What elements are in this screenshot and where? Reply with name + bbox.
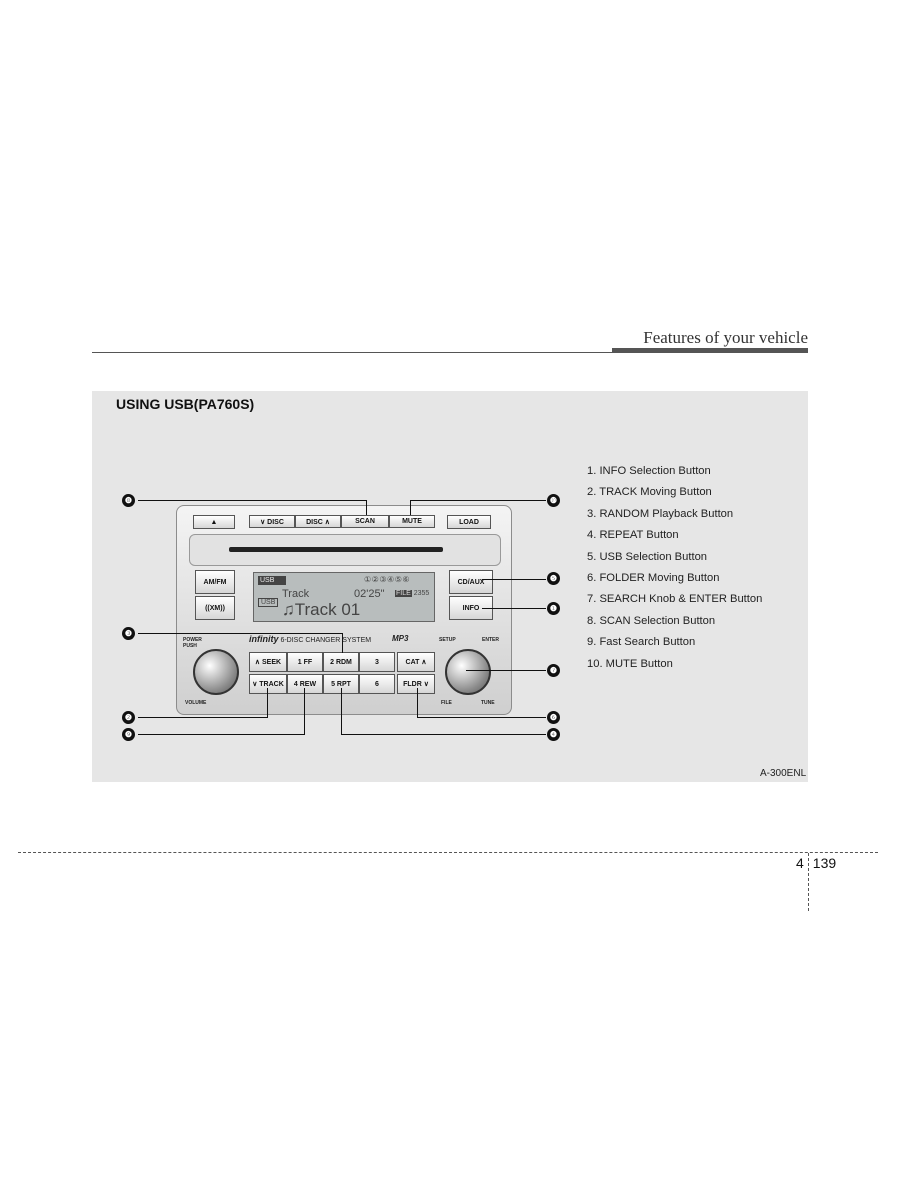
preset-3-button[interactable]: 3 <box>359 652 395 672</box>
leader-line-2 <box>267 688 268 718</box>
legend-item: 7. SEARCH Knob & ENTER Button <box>587 591 762 612</box>
eject-button[interactable]: ▲ <box>193 515 235 529</box>
callout-2: ❷ <box>122 711 135 724</box>
changer-label: 6-DISC CHANGER SYSTEM <box>280 637 371 644</box>
callout-8-number: ❽ <box>125 496 132 505</box>
lcd-file-number: FILE 2355 <box>395 590 429 597</box>
leader-line-7 <box>466 670 546 671</box>
push-label: PUSH <box>183 643 197 649</box>
legend-item: 2. TRACK Moving Button <box>587 484 762 505</box>
callout-10: ❿ <box>547 494 560 507</box>
cd-slot <box>229 547 443 552</box>
eject-icon: ▲ <box>211 519 218 526</box>
lcd-file-tag: FILE <box>395 590 412 597</box>
leader-line-6 <box>417 717 546 718</box>
tune-label: TUNE <box>481 700 495 706</box>
lcd-disc-indicators: ①②③④⑤⑥ <box>364 575 410 584</box>
page-number: 4 139 <box>796 855 836 871</box>
brand-logo: infinity <box>249 634 279 644</box>
search-knob[interactable] <box>445 649 491 695</box>
lcd-source: USB <box>258 576 286 585</box>
legend-item: 1. INFO Selection Button <box>587 463 762 484</box>
legend-item: 10. MUTE Button <box>587 656 762 677</box>
amfm-button[interactable]: AM/FM <box>195 570 235 594</box>
callout-9: ❾ <box>122 728 135 741</box>
section-number: 4 <box>796 855 804 871</box>
track-button[interactable]: ∨ TRACK <box>249 674 287 694</box>
legend-item: 5. USB Selection Button <box>587 549 762 570</box>
setup-label: SETUP <box>439 637 456 643</box>
callout-5-number: ❺ <box>550 574 557 583</box>
volume-knob[interactable] <box>193 649 239 695</box>
callout-5: ❺ <box>547 572 560 585</box>
panel-title: USING USB(PA760S) <box>116 396 254 412</box>
figure-code: A-300ENL <box>760 768 806 779</box>
leader-line-8 <box>366 500 367 515</box>
callout-7-number: ❼ <box>550 666 557 675</box>
file-label: FILE <box>441 700 452 706</box>
lcd-usb-tag: USB <box>258 598 278 607</box>
callout-1: ❶ <box>547 602 560 615</box>
leader-line-9 <box>304 688 305 735</box>
preset-6-button[interactable]: 6 <box>359 674 395 694</box>
legend-item: 3. RANDOM Playback Button <box>587 506 762 527</box>
lcd-file-value: 2355 <box>414 590 430 597</box>
leader-line-1 <box>482 608 546 609</box>
leader-line-6 <box>417 688 418 718</box>
leader-line-3 <box>342 633 343 653</box>
lcd-display: USB ①②③④⑤⑥ Track 02'25" FILE 2355 USB ♫T… <box>253 572 435 622</box>
legend-item: 6. FOLDER Moving Button <box>587 570 762 591</box>
callout-9-number: ❾ <box>125 730 132 739</box>
page-value: 139 <box>813 855 836 871</box>
seek-button[interactable]: ∧ SEEK <box>249 652 287 672</box>
legend-item: 4. REPEAT Button <box>587 527 762 548</box>
legend-item: 9. Fast Search Button <box>587 634 762 655</box>
leader-line-3 <box>138 633 343 634</box>
leader-line-4 <box>341 734 546 735</box>
leader-line-10 <box>410 500 411 515</box>
preset-4-rew-button[interactable]: 4 REW <box>287 674 323 694</box>
lcd-time: 02'25" <box>354 588 384 600</box>
callout-4-number: ❹ <box>550 730 557 739</box>
leader-line-9 <box>138 734 305 735</box>
radio-unit: ▲ ∨ DISC DISC ∧ SCAN MUTE LOAD AM/FM ((X… <box>176 505 512 715</box>
callout-3-number: ❸ <box>125 629 132 638</box>
callout-4: ❹ <box>547 728 560 741</box>
callout-8: ❽ <box>122 494 135 507</box>
cat-button[interactable]: CAT ∧ <box>397 652 435 672</box>
leader-line-4 <box>341 688 342 735</box>
volume-label: VOLUME <box>185 700 206 706</box>
callout-10-number: ❿ <box>550 496 557 505</box>
leader-line-8 <box>138 500 367 501</box>
scan-button[interactable]: SCAN <box>341 515 389 528</box>
load-button[interactable]: LOAD <box>447 515 491 529</box>
callout-6-number: ❻ <box>550 713 557 722</box>
callout-7: ❼ <box>547 664 560 677</box>
header-rule-accent <box>612 348 808 353</box>
leader-line-10 <box>410 500 546 501</box>
callout-3: ❸ <box>122 627 135 640</box>
callout-2-number: ❷ <box>125 713 132 722</box>
leader-line-5 <box>482 579 546 580</box>
xm-button[interactable]: ((XM)) <box>195 596 235 620</box>
footer-rule <box>18 852 878 853</box>
leader-line-2 <box>138 717 268 718</box>
mp3-logo: MP3 <box>392 634 408 643</box>
cd-aux-button[interactable]: CD/AUX <box>449 570 493 594</box>
fldr-button[interactable]: FLDR ∨ <box>397 674 435 694</box>
preset-2-rdm-button[interactable]: 2 RDM <box>323 652 359 672</box>
brand-line: infinity 6-DISC CHANGER SYSTEM <box>249 634 371 644</box>
disc-up-button[interactable]: DISC ∧ <box>295 515 341 528</box>
lcd-track-name: ♫Track 01 <box>282 600 360 620</box>
lcd-track-label: Track <box>282 588 309 600</box>
enter-label: ENTER <box>482 637 499 643</box>
callout-6: ❻ <box>547 711 560 724</box>
mute-button[interactable]: MUTE <box>389 515 435 528</box>
running-header: Features of your vehicle <box>560 328 808 348</box>
preset-1-ff-button[interactable]: 1 FF <box>287 652 323 672</box>
legend-item: 8. SCAN Selection Button <box>587 613 762 634</box>
callout-1-number: ❶ <box>550 604 557 613</box>
disc-down-button[interactable]: ∨ DISC <box>249 515 295 528</box>
button-legend: 1. INFO Selection Button 2. TRACK Moving… <box>587 463 762 677</box>
